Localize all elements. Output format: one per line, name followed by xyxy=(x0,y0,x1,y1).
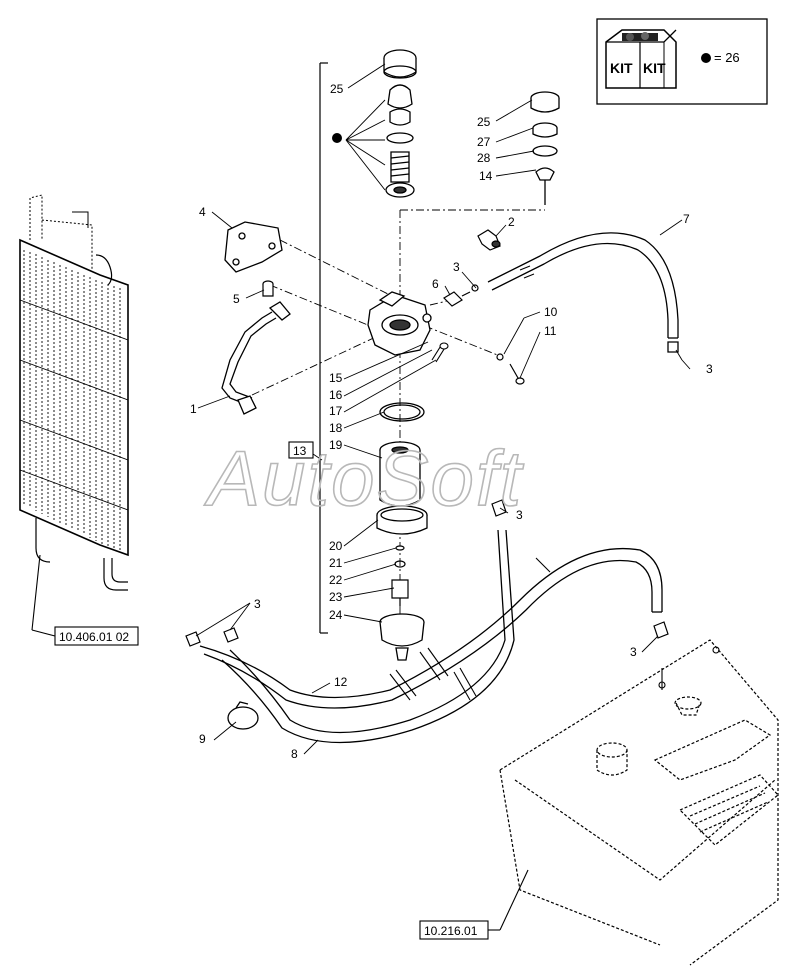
hose-breaks xyxy=(389,557,551,701)
breather-stack xyxy=(530,91,560,205)
bracket-plate xyxy=(224,221,283,273)
callout-16: 16 xyxy=(329,388,343,402)
filter-cap-stack xyxy=(383,49,417,198)
ring-20 xyxy=(376,505,428,535)
callout-12: 12 xyxy=(334,675,348,689)
callout-25-right: 25 xyxy=(477,115,491,129)
bowl-24 xyxy=(379,613,425,661)
tank-leader xyxy=(499,869,529,931)
callout-3-c: 3 xyxy=(516,508,523,522)
callout-9: 9 xyxy=(199,732,206,746)
callout-21: 21 xyxy=(329,556,343,570)
tank-hose-fittings xyxy=(658,646,720,690)
radiator-ref-box xyxy=(54,626,139,646)
callout-20: 20 xyxy=(329,539,343,553)
callout-10: 10 xyxy=(544,305,558,319)
callout-15: 15 xyxy=(329,371,343,385)
kit-label-right: KIT xyxy=(643,60,666,76)
kit-label-left: KIT xyxy=(610,60,633,76)
hose-7 xyxy=(487,232,679,353)
callout-11: 11 xyxy=(544,324,557,338)
clamp-9 xyxy=(227,701,259,730)
fuel-tank xyxy=(499,639,779,966)
callout-3-b: 3 xyxy=(706,362,713,376)
callout-22: 22 xyxy=(329,573,343,587)
drain-23 xyxy=(391,579,409,606)
watermark: AutoSoft xyxy=(204,434,525,522)
radiator-leader xyxy=(31,554,41,631)
bolt-10-11 xyxy=(496,353,525,385)
kit-box-icon: KIT KIT xyxy=(605,29,677,89)
callout-28: 28 xyxy=(477,151,491,165)
tank-ref-label: 10.216.01 xyxy=(424,924,478,938)
callout-7: 7 xyxy=(683,212,690,226)
kit-legend-text: = 26 xyxy=(714,50,740,65)
callout-3-e: 3 xyxy=(630,645,637,659)
callout-14: 14 xyxy=(479,169,493,183)
callout-17: 17 xyxy=(329,404,343,418)
filter-element-19 xyxy=(379,441,421,507)
callout-3-a: 3 xyxy=(453,260,460,274)
callout-25-upper: 25 xyxy=(330,82,344,96)
callout-labels: 25 25 27 28 14 4 2 7 3 6 5 10 11 3 1 15 … xyxy=(190,82,713,761)
hose-fittings xyxy=(185,499,669,647)
fitting-2 xyxy=(477,229,501,251)
o-ring-18 xyxy=(379,402,425,422)
group-ref-box xyxy=(288,441,314,459)
callout-23: 23 xyxy=(329,590,343,604)
radiator xyxy=(19,194,129,591)
callout-18: 18 xyxy=(329,421,343,435)
callout-8: 8 xyxy=(291,747,298,761)
callout-3-d: 3 xyxy=(254,597,261,611)
leader-lines xyxy=(195,63,691,755)
callout-27: 27 xyxy=(477,135,491,149)
bolt-15-17 xyxy=(431,342,449,363)
kit-dot xyxy=(701,53,711,63)
assembly-bracket xyxy=(319,62,328,634)
hose-12 xyxy=(199,547,663,709)
group-ref-label: 13 xyxy=(293,444,307,458)
callout-5: 5 xyxy=(233,292,240,306)
bolt-5 xyxy=(262,280,274,297)
kit-legend: KIT KIT = 26 xyxy=(596,18,768,105)
callout-24: 24 xyxy=(329,608,343,622)
callout-2: 2 xyxy=(508,215,515,229)
callout-6: 6 xyxy=(432,277,439,291)
kit-parts-dot xyxy=(332,133,342,143)
hose-8 xyxy=(221,529,515,744)
radiator-ref-label: 10.406.01 02 xyxy=(59,630,129,644)
callout-19: 19 xyxy=(329,438,343,452)
pipe-1 xyxy=(221,301,291,415)
filter-head xyxy=(367,291,432,356)
fitting-6 xyxy=(443,284,479,307)
callout-1: 1 xyxy=(190,402,197,416)
callout-4: 4 xyxy=(199,205,206,219)
